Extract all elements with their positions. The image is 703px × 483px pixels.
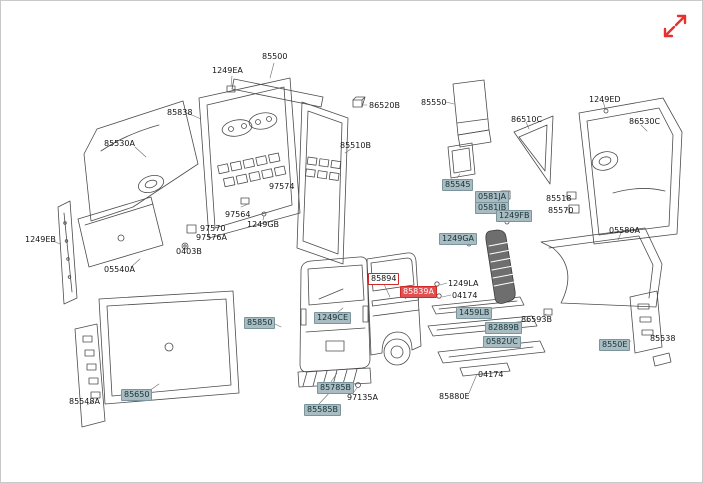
part-label-86520b[interactable]: 86520B: [369, 101, 400, 110]
part-label-05580a[interactable]: 05580A: [609, 226, 640, 235]
part-label-85838[interactable]: 85838: [167, 108, 193, 117]
part-label-0582uc[interactable]: 0582UC: [483, 336, 521, 348]
part-label-04174[interactable]: 04174: [452, 291, 478, 300]
part-label-85518[interactable]: 85518: [546, 194, 572, 203]
part-label-85585b[interactable]: 85585B: [304, 404, 341, 416]
part-label-85545[interactable]: 85545: [442, 179, 474, 191]
part-label-85500[interactable]: 85500: [262, 52, 288, 61]
part-label-85839a[interactable]: 85839A: [400, 286, 437, 298]
part-label-85650[interactable]: 85650: [121, 389, 153, 401]
part-label-1249la[interactable]: 1249LA: [448, 279, 479, 288]
part-label-86530c[interactable]: 86530C: [629, 117, 661, 126]
part-label-85510b[interactable]: 85510B: [340, 141, 371, 150]
part-label-1249ce[interactable]: 1249CE: [314, 312, 351, 324]
part-label-1249ga[interactable]: 1249GA: [439, 233, 478, 245]
part-label-85894[interactable]: 85894: [368, 273, 400, 285]
part-label-1249eb[interactable]: 1249EB: [25, 235, 56, 244]
part-label-97576a[interactable]: 97576A: [196, 233, 227, 242]
expand-icon[interactable]: [660, 11, 690, 41]
part-label-85570[interactable]: 85570: [548, 206, 574, 215]
part-label-85785b[interactable]: 85785B: [317, 382, 354, 394]
part-label-1249ed[interactable]: 1249ED: [589, 95, 621, 104]
part-label-1249fb[interactable]: 1249FB: [496, 210, 533, 222]
part-label-05540a[interactable]: 05540A: [104, 265, 135, 274]
part-label-82889b[interactable]: 82889B: [485, 322, 522, 334]
part-label-97135a[interactable]: 97135A: [347, 393, 378, 402]
part-label-97574[interactable]: 97574: [269, 182, 295, 191]
part-label-0403b[interactable]: 0403B: [176, 247, 202, 256]
part-label-85530a[interactable]: 85530A: [104, 139, 135, 148]
part-label-8550e[interactable]: 8550E: [599, 339, 631, 351]
part-label-97564[interactable]: 97564: [225, 210, 251, 219]
part-label-1249gb[interactable]: 1249GB: [247, 220, 280, 229]
part-label-85550[interactable]: 85550: [421, 98, 447, 107]
part-label-85548a[interactable]: 85548A: [69, 397, 100, 406]
part-label-86510c[interactable]: 86510C: [511, 115, 543, 124]
part-label-85880e[interactable]: 85880E: [439, 392, 470, 401]
part-label-85850[interactable]: 85850: [244, 317, 276, 329]
part-label-04174[interactable]: 04174: [478, 370, 504, 379]
part-label-85538[interactable]: 85538: [650, 334, 676, 343]
part-label-97570[interactable]: 97570: [200, 224, 226, 233]
part-label-86593b[interactable]: 86593B: [521, 315, 552, 324]
part-label-1459lb[interactable]: 1459LB: [456, 307, 493, 319]
part-label-1249ea[interactable]: 1249EA: [212, 66, 243, 75]
